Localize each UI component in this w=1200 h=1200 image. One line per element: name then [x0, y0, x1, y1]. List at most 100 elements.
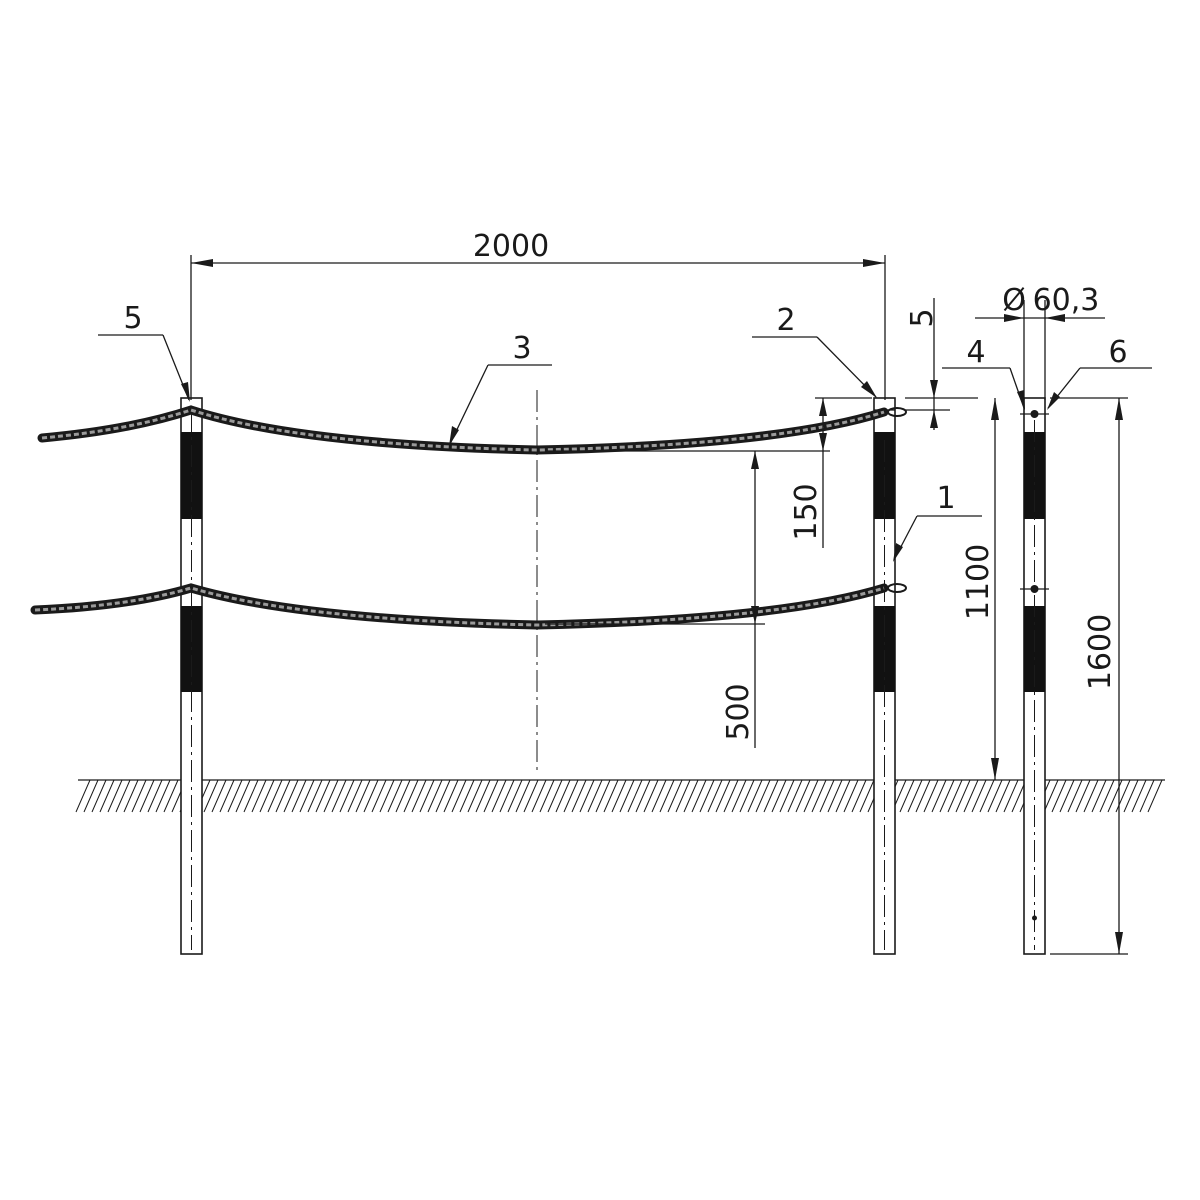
ground-hatch-line — [1099, 779, 1115, 813]
ground-hatch-line — [739, 779, 755, 813]
dim-span: 2000 — [190, 229, 886, 400]
ground-hatch-line — [467, 779, 483, 813]
ground-hatch-line — [603, 779, 619, 813]
ground-hatch-line — [155, 779, 171, 813]
chain-lower-outer — [30, 583, 889, 630]
ground-hatch-line — [523, 779, 539, 813]
ground-hatch-line — [547, 779, 563, 813]
ground-hatch-line — [843, 779, 859, 813]
ground-hatch-line — [483, 779, 499, 813]
ground-hatch-line — [1123, 779, 1139, 813]
ground-hatch-line — [147, 779, 163, 813]
chain-lower-end-ring — [887, 583, 907, 593]
ground-hatch-line — [667, 779, 683, 813]
ground-hatch-line — [427, 779, 443, 813]
ground-hatch-line — [659, 779, 675, 813]
ground-hatch-line — [243, 779, 259, 813]
ground-hatch-line — [403, 779, 419, 813]
ground-hatch-line — [227, 779, 243, 813]
ground-hatch-line — [259, 779, 275, 813]
ground-hatch-line — [963, 779, 979, 813]
callout-4: 4 — [942, 335, 1025, 410]
ground-hatch-line — [491, 779, 507, 813]
ground-hatch-line — [1075, 779, 1091, 813]
ground-hatch-line — [331, 779, 347, 813]
ground-hatch-line — [635, 779, 651, 813]
callout-4-label: 4 — [966, 335, 985, 370]
ground-hatch-line — [907, 779, 923, 813]
callout-5-label: 5 — [123, 301, 142, 336]
ground-hatch-line — [235, 779, 251, 813]
ground-hatch-line — [915, 779, 931, 813]
ground-hatch-line — [83, 779, 99, 813]
callout-1: 1 — [893, 481, 982, 562]
ground-hatch-line — [899, 779, 915, 813]
dim-diameter-symbol: Ø — [1002, 283, 1026, 318]
ground-hatch-line — [787, 779, 803, 813]
ground-hatch-line — [115, 779, 131, 813]
callout-3-label: 3 — [512, 331, 531, 366]
ground-hatch-line — [987, 779, 1003, 813]
ground-hatch-line — [107, 779, 123, 813]
callout-5: 5 — [98, 301, 190, 402]
ground-hatch-line — [371, 779, 387, 813]
ground-hatch-line — [339, 779, 355, 813]
dim-top-offset: 5 — [905, 298, 978, 430]
ground-hatch-line — [779, 779, 795, 813]
ground-hatch-line — [675, 779, 691, 813]
callout-2: 2 — [752, 303, 877, 398]
ground-hatch-line — [1003, 779, 1019, 813]
ground-hatch-line — [411, 779, 427, 813]
ground-hatch-line — [731, 779, 747, 813]
ground-hatch-line — [1083, 779, 1099, 813]
ground-hatch-line — [971, 779, 987, 813]
ground-hatch-line — [163, 779, 179, 813]
ground-hatch-line — [803, 779, 819, 813]
ground-hatch-line — [651, 779, 667, 813]
post-side-anchor-hole — [1032, 915, 1037, 921]
ground-hatch-line — [379, 779, 395, 813]
post-right — [873, 397, 896, 955]
ground-hatch-line — [419, 779, 435, 813]
ground-hatch-line — [451, 779, 467, 813]
post-side-view — [1020, 397, 1049, 955]
ground-hatch-line — [211, 779, 227, 813]
ground-hatch-line — [387, 779, 403, 813]
ground-hatch-line — [1043, 779, 1059, 813]
ground-hatch-line — [819, 779, 835, 813]
ground-hatch-line — [691, 779, 707, 813]
ground-hatch-line — [531, 779, 547, 813]
ground-hatch-line — [579, 779, 595, 813]
ground-hatch-line — [435, 779, 451, 813]
dim-diameter-label: 60,3 — [1033, 283, 1100, 318]
ground-hatch-line — [563, 779, 579, 813]
callout-1-label: 1 — [936, 481, 955, 516]
ground-hatch-line — [395, 779, 411, 813]
ground-hatch-line — [747, 779, 763, 813]
ground-hatch-line — [1107, 779, 1123, 813]
ground-hatch-line — [323, 779, 339, 813]
ground-hatch-line — [595, 779, 611, 813]
ground-hatch-line — [683, 779, 699, 813]
dim-height-above-ground: 1100 — [961, 398, 999, 780]
ground-hatch-line — [1091, 779, 1107, 813]
ground-hatch-line — [979, 779, 995, 813]
ground-hatch-line — [499, 779, 515, 813]
ground-hatch-line — [515, 779, 531, 813]
dim-lower-height: 500 — [545, 451, 765, 748]
ground-hatch-line — [771, 779, 787, 813]
chain-upper — [37, 405, 907, 455]
ground-hatch-line — [275, 779, 291, 813]
ground-hatch-line — [571, 779, 587, 813]
ground-hatch-line — [619, 779, 635, 813]
ground-hatch-line — [555, 779, 571, 813]
ground-hatch-line — [1115, 779, 1131, 813]
ground-hatch-line — [955, 779, 971, 813]
ground-hatch-line — [763, 779, 779, 813]
ground-hatch-line — [539, 779, 555, 813]
ground-hatch-line — [443, 779, 459, 813]
ground-hatch-line — [723, 779, 739, 813]
ground-hatch-line — [811, 779, 827, 813]
chain-upper-end-ring — [887, 407, 907, 417]
